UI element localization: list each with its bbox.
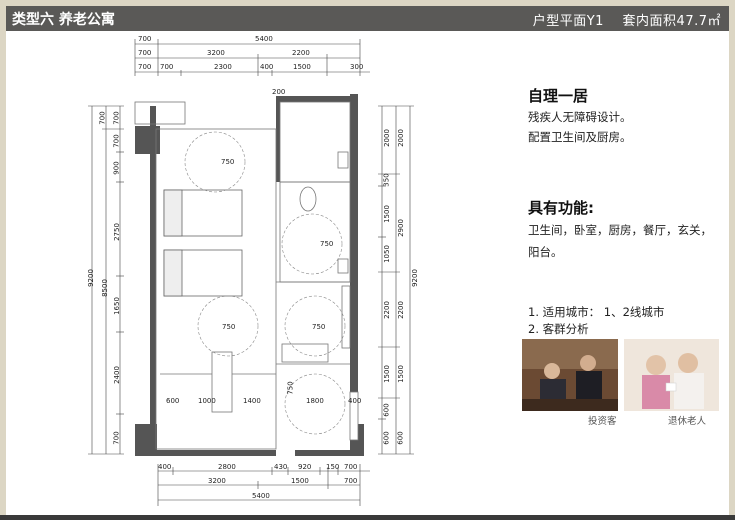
dim-left-9200: 9200 xyxy=(86,269,95,287)
dim-right2-2000: 2000 xyxy=(396,129,405,147)
dim-bot3-5400: 5400 xyxy=(252,492,270,500)
page-title: 类型六 养老公寓 xyxy=(12,12,115,28)
dim-left3-1650: 1650 xyxy=(112,297,121,315)
dim-int-600: 600 xyxy=(166,397,180,405)
dim-int-1000: 1000 xyxy=(198,397,216,405)
dim-bot-700: 700 xyxy=(344,463,358,471)
dim-top2-3200: 3200 xyxy=(207,49,225,57)
dim-bot2-700: 700 xyxy=(344,477,358,485)
dim-int-1400: 1400 xyxy=(243,397,261,405)
plan-code: 户型平面Y1 xyxy=(532,14,604,29)
dim-right-2000: 2000 xyxy=(382,129,391,147)
plan-area: 套内面积47.7㎡ xyxy=(622,14,721,29)
dim-left2-700: 700 xyxy=(98,111,107,125)
floor-plan xyxy=(88,39,414,506)
dim-right-1500b: 1500 xyxy=(382,365,391,383)
circle-label-4: 750 xyxy=(312,323,326,331)
dim-bot2-3200: 3200 xyxy=(208,477,226,485)
dim-top2-2200: 2200 xyxy=(292,49,310,57)
dim-left3-700b: 700 xyxy=(112,134,121,148)
features-line-1: 卫生间，卧室，厨房，餐厅，玄关， xyxy=(528,223,712,237)
caption-investor: 投资客 xyxy=(588,416,617,427)
dimension-lines xyxy=(88,39,414,506)
frame-right xyxy=(729,6,735,520)
dim-left3-700a: 700 xyxy=(112,111,121,125)
dim-top3-400: 400 xyxy=(260,63,274,71)
dim-left3-2400: 2400 xyxy=(112,366,121,384)
dim-right-600b: 600 xyxy=(382,431,391,445)
info-item-1: 1. 适用城市： 1、2线城市 xyxy=(528,305,665,319)
dim-right-9200: 9200 xyxy=(410,269,419,287)
dim-int-1800: 1800 xyxy=(306,397,324,405)
dim-top-5400: 5400 xyxy=(255,35,273,43)
dim-left3-900: 900 xyxy=(112,161,121,175)
dim-right-350: 350 xyxy=(382,173,391,187)
frame-left xyxy=(0,6,6,520)
dim-top2-700: 700 xyxy=(138,49,152,57)
beds xyxy=(163,189,243,297)
dim-top3-700b: 700 xyxy=(160,63,174,71)
frame-bottom xyxy=(0,515,735,520)
turning-circles xyxy=(184,131,346,435)
dim-top3-1500: 1500 xyxy=(293,63,311,71)
walls xyxy=(135,94,364,456)
dim-bot-400: 400 xyxy=(158,463,172,471)
dim-right2-2900: 2900 xyxy=(396,219,405,237)
dim-right-2200: 2200 xyxy=(382,301,391,319)
dim-bot-150: 150 xyxy=(326,463,340,471)
investor-photo xyxy=(522,339,618,411)
intro-title: 自理一居 xyxy=(528,87,589,105)
plan-info: 户型平面Y1 套内面积47.7㎡ xyxy=(519,10,721,29)
circle-label-3: 750 xyxy=(222,323,236,331)
dim-top3-300: 300 xyxy=(350,63,364,71)
features-title: 具有功能: xyxy=(528,199,594,217)
dim-right-1500: 1500 xyxy=(382,205,391,223)
dim-left3-700c: 700 xyxy=(112,431,121,445)
dim-int-400: 400 xyxy=(348,397,362,405)
dim-right2-1500: 1500 xyxy=(396,365,405,383)
dim-left3-2750: 2750 xyxy=(112,223,121,241)
caption-retiree: 退休老人 xyxy=(668,416,707,427)
features-line-2: 阳台。 xyxy=(528,245,563,259)
dim-right2-600: 600 xyxy=(396,431,405,445)
dim-top3-2300: 2300 xyxy=(214,63,232,71)
info-item-2: 2. 客群分析 xyxy=(528,322,589,336)
intro-line-2: 配置卫生间及厨房。 xyxy=(528,130,632,144)
frame-top xyxy=(0,0,735,6)
dim-bot-2800: 2800 xyxy=(218,463,236,471)
dim-top-700: 700 xyxy=(138,35,152,43)
dim-bot-430: 430 xyxy=(274,463,288,471)
circle-label-2: 750 xyxy=(320,240,334,248)
header-bar: 类型六 养老公寓 户型平面Y1 套内面积47.7㎡ xyxy=(6,6,729,31)
dim-bot-920: 920 xyxy=(298,463,312,471)
retiree-photo xyxy=(624,339,719,411)
fixtures xyxy=(211,151,359,441)
dim-int-750: 750 xyxy=(286,381,295,395)
dimension-labels: 700 5400 700 3200 2200 700 700 2300 400 … xyxy=(80,34,425,509)
dim-int-200: 200 xyxy=(272,88,286,96)
dim-right2-2200: 2200 xyxy=(396,301,405,319)
circle-label-1: 750 xyxy=(221,158,235,166)
dim-right-600a: 600 xyxy=(382,403,391,417)
dim-left2-8500: 8500 xyxy=(100,279,109,297)
intro-line-1: 残疾人无障碍设计。 xyxy=(528,110,632,124)
dim-top3-700a: 700 xyxy=(138,63,152,71)
dim-bot2-1500: 1500 xyxy=(291,477,309,485)
dim-right-1050: 1050 xyxy=(382,245,391,263)
